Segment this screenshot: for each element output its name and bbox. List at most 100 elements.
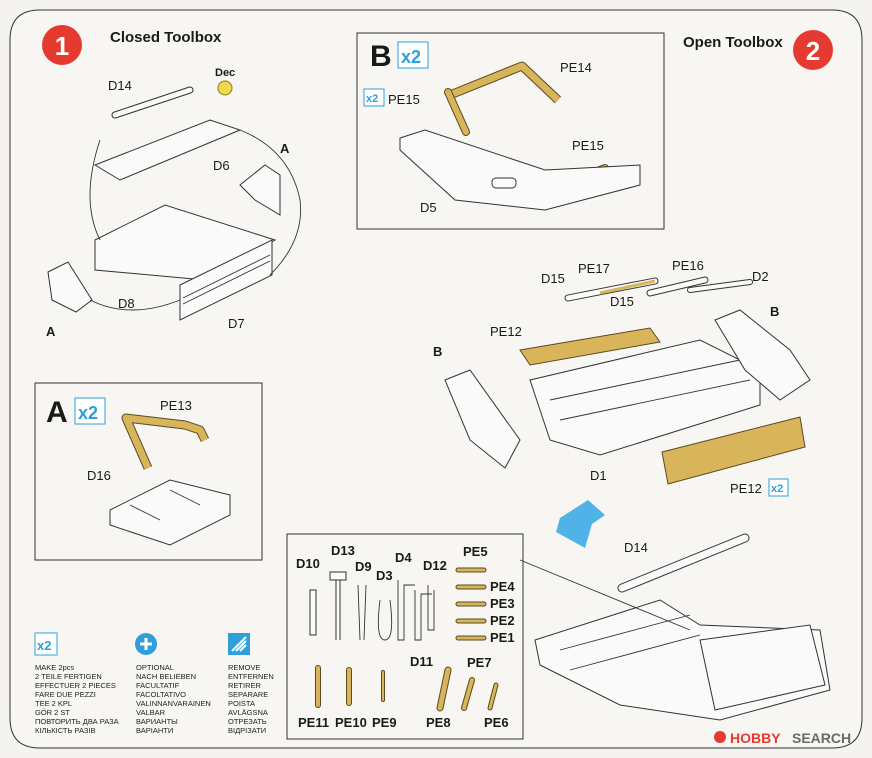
d11-tool [414,590,432,641]
d15-handle-mid [647,277,708,296]
label-a-top: A [280,141,290,156]
label-b-right: B [770,304,779,319]
step-1-badge [42,25,82,65]
label-pe5: PE5 [463,544,488,559]
end-piece-a-left [47,261,93,313]
label-d5: D5 [420,200,437,215]
tools-panel: D10 D13 D9 D3 D4 D12 D11 PE5 PE [286,533,691,740]
assembly-guides [89,129,302,311]
label-pe3: PE3 [490,596,515,611]
label-d3: D3 [376,568,393,583]
label-d14: D14 [108,78,132,93]
label-pe17: PE17 [578,261,610,276]
label-d11: D11 [410,654,433,669]
sub-b-letter: B [370,40,392,73]
end-b-right [714,309,811,401]
sub-assembly-a: A x2 PE13 D16 [34,382,263,561]
label-d13: D13 [331,543,355,558]
label-pe15-left: PE15 [388,92,420,107]
d7-panel [179,239,273,321]
label-b-left: B [433,344,442,359]
d4-tool [397,580,415,641]
label-d7: D7 [228,316,245,331]
label-dec: Dec [215,67,235,79]
pe17-strip [599,279,656,295]
step-2: Open Toolbox 2 D15 PE17 PE16 D2 D15 PE12… [433,30,833,721]
label-pe7: PE7 [467,655,492,670]
label-d16: D16 [87,468,111,483]
pe12-x2: x2 [771,483,783,495]
label-pe9: PE9 [372,715,397,730]
label-pe12: PE12 [490,324,522,339]
d5-base [399,129,641,211]
label-d12: D12 [423,558,447,573]
label-pe6: PE6 [484,715,509,730]
end-piece-a-top [239,164,281,216]
label-pe11: PE11 [298,715,329,730]
label-pe15-right: PE15 [572,138,604,153]
final-d14-rod [618,534,749,592]
label-pe16: PE16 [672,258,704,273]
step-1-title: Closed Toolbox [110,29,222,46]
watermark-brand: HOBBY [730,730,781,746]
label-pe2: PE2 [490,613,515,628]
label-d6: D6 [213,158,230,173]
label-d14-final: D14 [624,540,648,555]
step-2-number: 2 [806,36,820,66]
sub-b-x2-badge [397,41,429,69]
end-b-left [444,369,521,469]
d3-tool [377,599,393,641]
label-pe4: PE4 [490,579,515,594]
label-d10: D10 [296,556,320,571]
pe15-left-strip [445,89,469,135]
label-d15-left: D15 [541,271,565,286]
label-pe13: PE13 [160,398,192,413]
d12-tool [427,585,435,631]
sub-a-x2: x2 [78,403,98,423]
step-1: 1 Closed Toolbox D14 Dec D6 A D8 D7 A [42,25,302,339]
d10-tool [309,589,317,636]
make-2-icon [34,632,58,656]
label-d2: D2 [752,269,769,284]
pe12-upper [519,327,661,366]
decal-marker [217,80,233,96]
sub-b-x2: x2 [401,47,421,67]
step-1-number: 1 [55,31,69,61]
step-2-title: Open Toolbox [683,34,783,51]
label-pe10: PE10 [335,715,367,730]
legend-remove-text: REMOVE ENTFERNEN RETIRER SEPARARE POISTA… [228,663,276,735]
d16-base [109,479,231,546]
label-d8: D8 [118,296,135,311]
label-d1: D1 [590,468,607,483]
label-d4: D4 [395,550,412,565]
label-pe14: PE14 [560,60,592,75]
d9-tool [357,584,367,641]
watermark: HOBBY SEARCH [714,730,851,746]
sub-assembly-b: B x2 PE14 x2 PE15 PE15 D5 [356,32,665,230]
direction-arrow [556,500,605,548]
step-2-badge [793,30,833,70]
legend-make-icon: x2 [37,638,51,653]
legend-optional-text: OPTIONAL NACH BELIEBEN FACULTATIF FACOLT… [136,663,213,735]
sub-a-letter: A [46,396,68,429]
legend-make-text: MAKE 2pcs 2 TEILE FERTIGEN EFFECTUER 2 P… [35,663,121,735]
label-pe12-lower: PE12 [730,481,762,496]
sub-a-x2-badge [74,397,106,425]
pe12-lower [661,416,806,485]
legend: x2 MAKE 2pcs 2 TEILE FERTIGEN EFFECTUER … [34,632,276,735]
d2-handle [688,280,752,292]
pe13-strip [122,414,209,470]
label-d15-mid: D15 [610,294,634,309]
pe15-x2: x2 [366,93,378,105]
watermark-suffix: SEARCH [792,730,851,746]
label-pe8: PE8 [426,715,451,730]
label-a-left: A [46,324,56,339]
d1-body [529,339,761,456]
pe-wrenches [455,567,487,641]
label-pe1: PE1 [490,630,515,645]
watermark-logo-icon [714,731,726,743]
pe14-strip [448,62,561,103]
pe-spanners [315,665,499,712]
label-d9: D9 [355,559,372,574]
